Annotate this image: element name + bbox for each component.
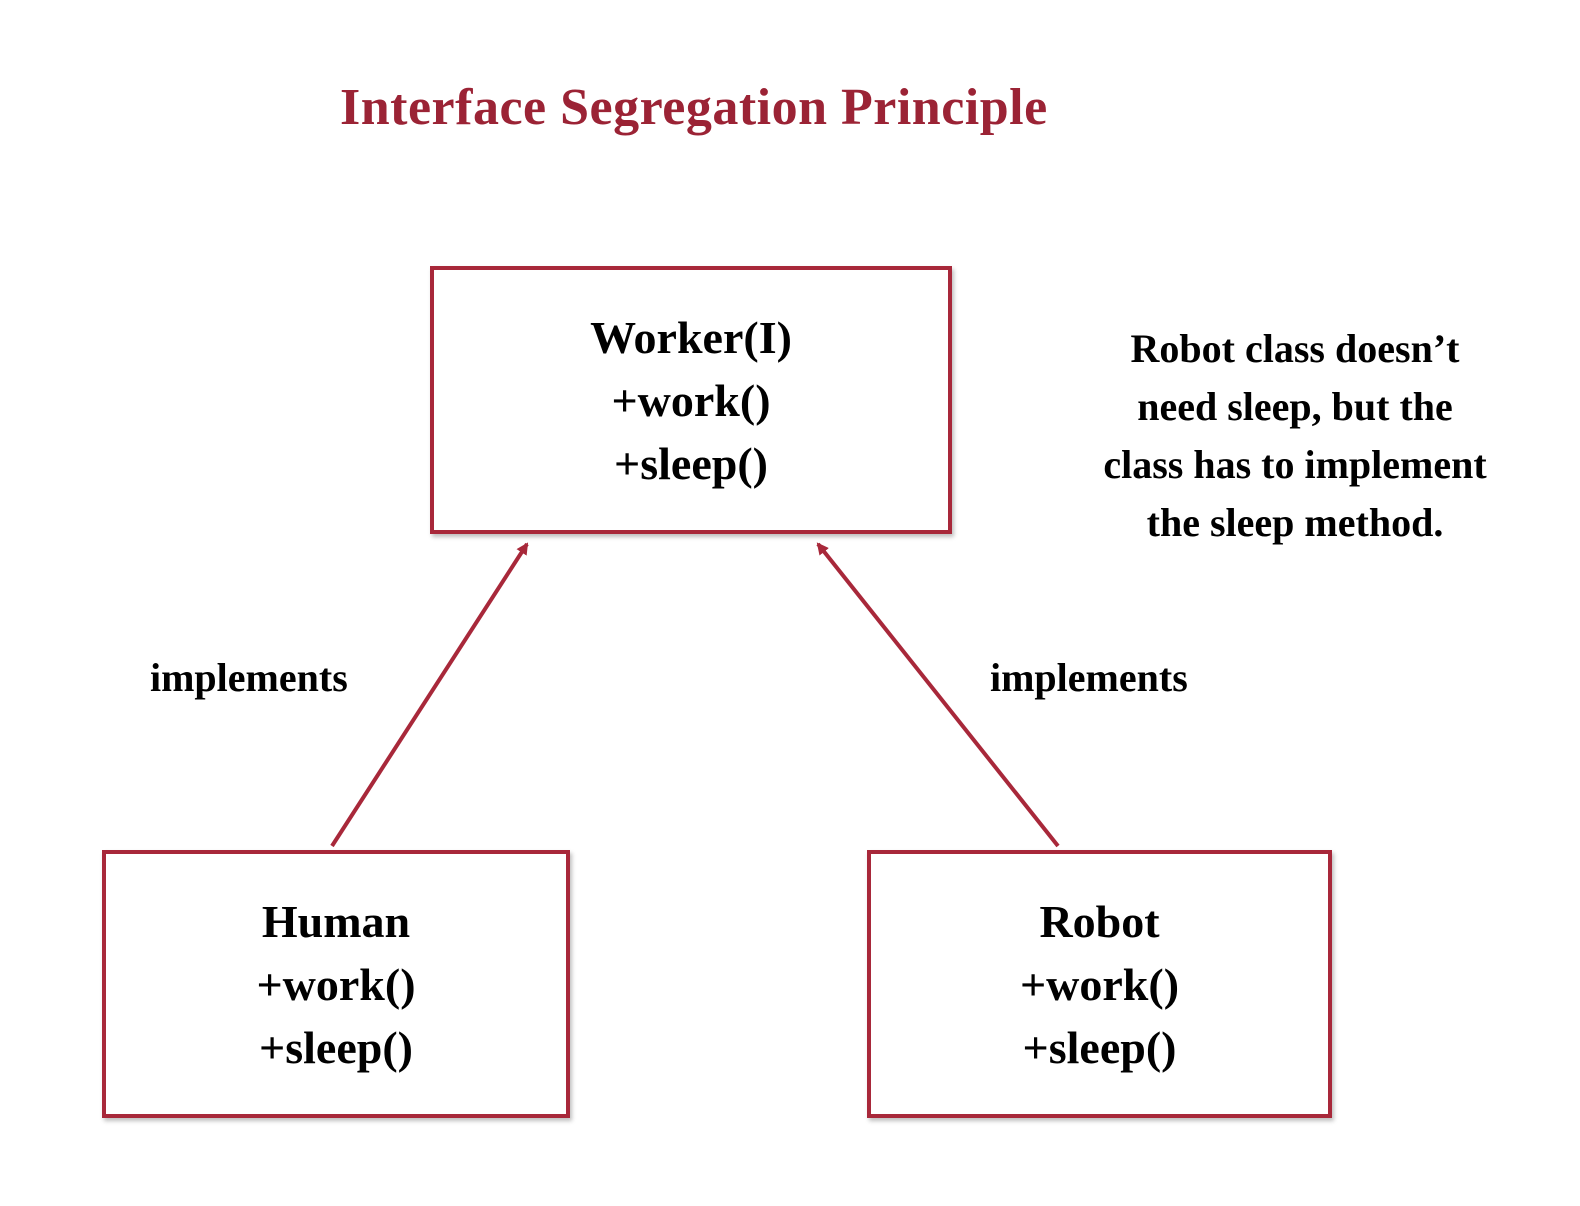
human-method-work: +work() <box>256 958 416 1010</box>
robot-class-box: Robot +work() +sleep() <box>867 850 1332 1118</box>
robot-class-name: Robot <box>1039 895 1160 947</box>
worker-method-sleep: +sleep() <box>614 437 768 489</box>
human-implements-label: implements <box>150 655 348 700</box>
robot-method-sleep: +sleep() <box>1022 1021 1177 1073</box>
robot-method-work: +work() <box>1019 958 1180 1010</box>
human-method-sleep: +sleep() <box>259 1021 413 1073</box>
human-class-name: Human <box>261 895 411 947</box>
robot-implements-label: implements <box>990 655 1188 700</box>
worker-interface-box: Worker(I) +work() +sleep() <box>430 266 952 534</box>
diagram-title: Interface Segregation Principle <box>340 79 1048 136</box>
robot-implements-arrow <box>816 542 1060 848</box>
worker-method-work: +work() <box>611 374 771 426</box>
note-line: the sleep method. <box>1146 500 1444 545</box>
note-line: Robot class doesn’t <box>1130 326 1460 371</box>
worker-interface-name: Worker(I) <box>590 311 792 363</box>
note-line: class has to implement <box>1103 442 1487 487</box>
human-class-box: Human +work() +sleep() <box>102 850 570 1118</box>
note-line: need sleep, but the <box>1137 384 1453 429</box>
explanation-note: Robot class doesn’t need sleep, but the … <box>1060 320 1530 552</box>
human-implements-arrow <box>330 542 529 848</box>
